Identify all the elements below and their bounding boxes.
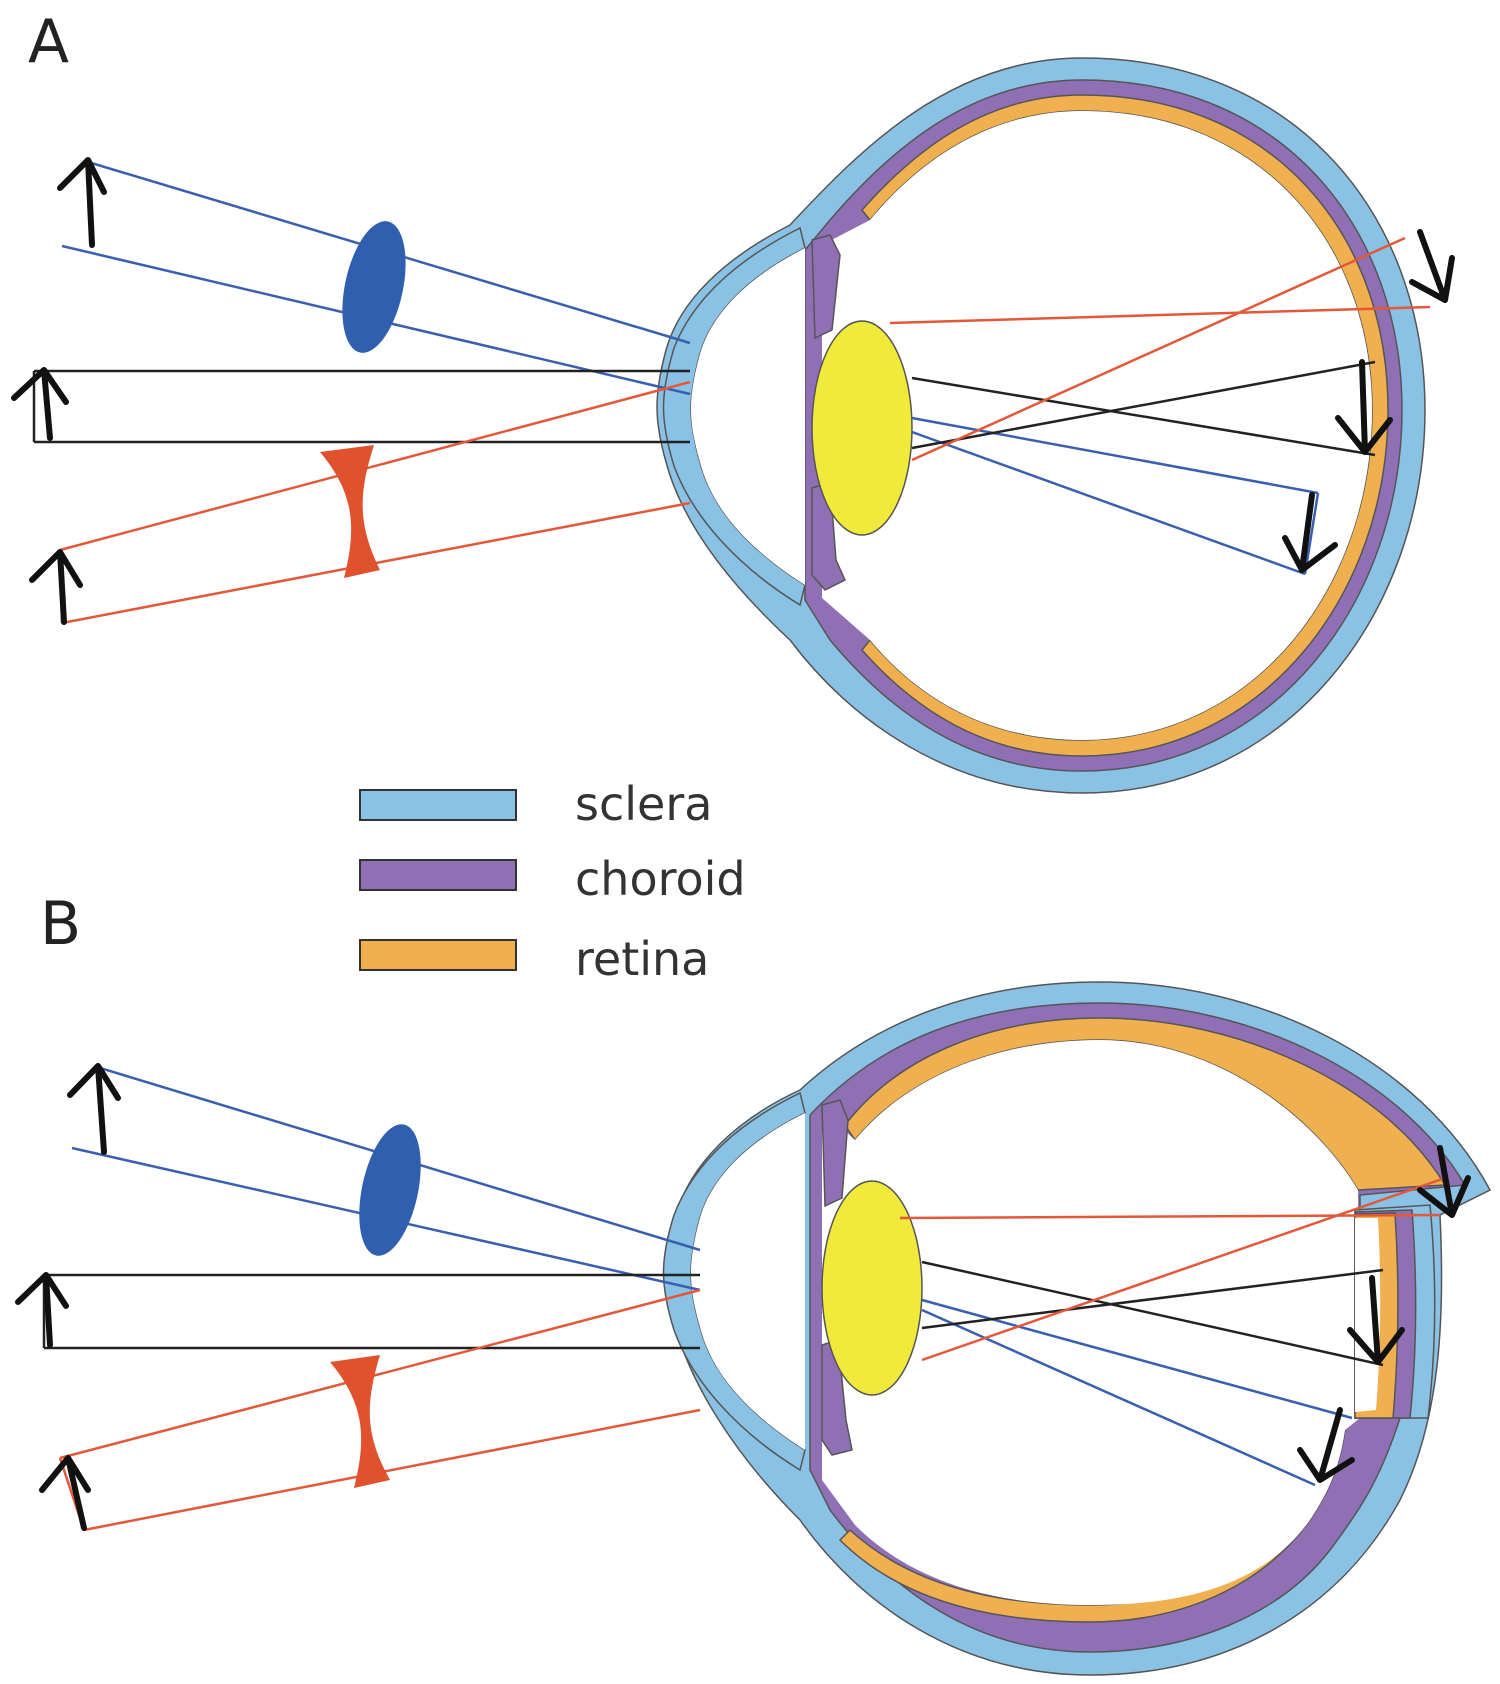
eye-a: [656, 57, 1426, 794]
iris-upper-b: [821, 1099, 849, 1208]
rays-black-a: [32, 360, 1376, 457]
panel-a: A: [11, 7, 1455, 794]
vitreous-b: [822, 1040, 1360, 1605]
rays-red-b: [58, 1176, 1446, 1532]
object-arrow-red-b: [39, 1455, 91, 1531]
legend: sclera choroid retina: [359, 777, 746, 986]
panel-b: B: [15, 889, 1492, 1676]
concave-lens-a: [320, 445, 380, 578]
panel-b-label: B: [40, 889, 81, 959]
object-arrow-red-a: [29, 549, 83, 625]
legend-swatch-choroid: [359, 859, 517, 891]
legend-label-choroid: choroid: [575, 852, 746, 906]
image-arrow-black-b: [1347, 1275, 1405, 1365]
iris-upper-a: [811, 234, 841, 340]
image-arrow-red-b: [1417, 1145, 1471, 1218]
legend-swatch-sclera: [359, 789, 517, 821]
object-arrow-black-a: [11, 367, 69, 441]
image-arrow-red-a: [1409, 229, 1455, 303]
legend-swatch-retina: [359, 939, 517, 971]
image-arrow-black-a: [1335, 359, 1393, 455]
convex-lens-a: [342, 221, 406, 353]
legend-label-sclera: sclera: [575, 777, 712, 831]
object-arrow-blue-b: [67, 1063, 121, 1155]
panel-a-label: A: [28, 7, 69, 77]
object-arrow-black-b: [15, 1272, 69, 1348]
object-arrow-blue-a: [57, 157, 107, 248]
crystalline-lens-b: [821, 1180, 923, 1396]
concave-lens-b: [330, 1355, 390, 1488]
rays-black-b: [42, 1260, 1384, 1367]
convex-lens-b: [359, 1124, 421, 1256]
image-arrow-blue-a: [1282, 492, 1338, 573]
vitreous-a: [822, 111, 1372, 740]
image-arrow-blue-b: [1297, 1407, 1355, 1483]
legend-label-retina: retina: [575, 932, 709, 986]
eye-b: [662, 981, 1492, 1676]
crystalline-lens-a: [811, 320, 913, 536]
